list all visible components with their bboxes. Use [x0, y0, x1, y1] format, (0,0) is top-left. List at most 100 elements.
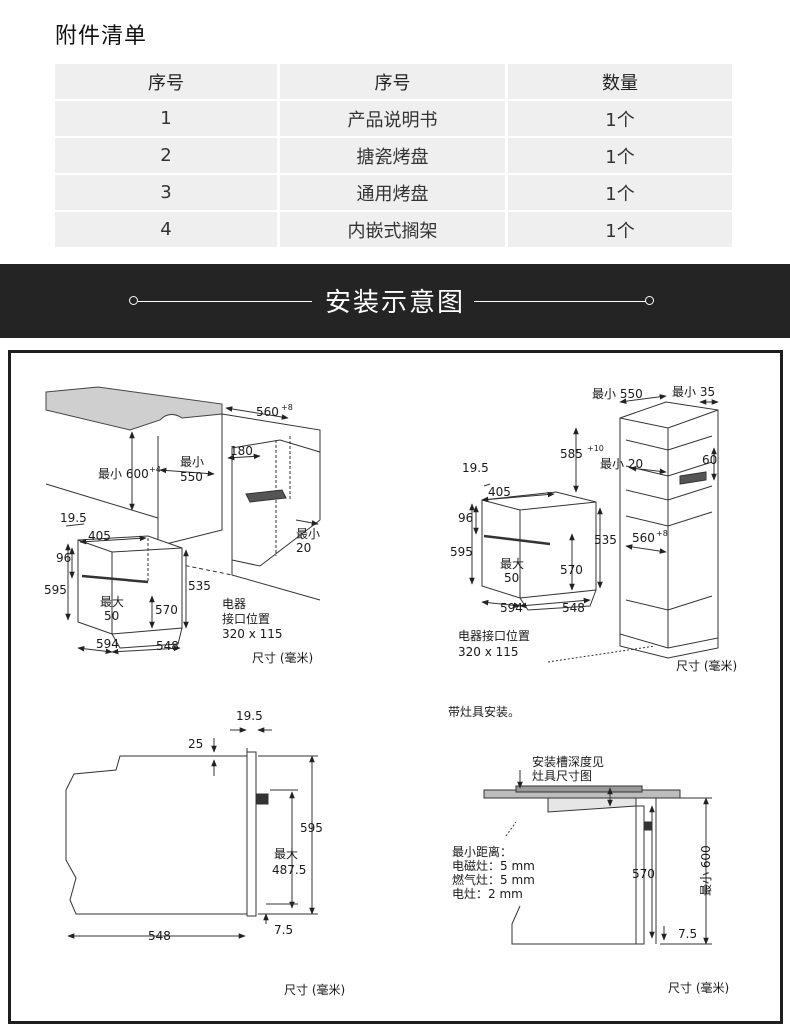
dim-label: 7.5	[274, 923, 293, 937]
tall-cabinet-diagram	[469, 394, 719, 663]
dim-label: +8	[281, 403, 293, 412]
dim-label: 595	[300, 821, 323, 835]
dim-label: 535	[594, 533, 617, 547]
side-section-labels: 19.5 25 595 最大 487.5 7.5 548 尺寸 (毫米)	[148, 709, 345, 997]
dim-label: 585	[560, 447, 583, 461]
dim-label: 60	[702, 453, 717, 467]
dim-label: +4	[149, 465, 161, 474]
column-header: 序号	[55, 64, 277, 99]
dim-label: 最大	[500, 557, 524, 571]
banner-left-line	[138, 301, 312, 302]
table-cell: 4	[55, 212, 277, 247]
table-row: 4 内嵌式搁架 1个	[55, 212, 732, 247]
units-label: 尺寸 (毫米)	[668, 980, 729, 995]
undercounter-labels: 560 +8 180 最小 600 +4 最小 550 最小 20 19.5 4…	[44, 403, 320, 665]
dim-label: 405	[488, 485, 511, 499]
dim-label: 最小	[296, 527, 320, 541]
dim-label: 7.5	[678, 927, 697, 941]
dim-label: 594	[500, 601, 523, 615]
banner-right-dot	[645, 296, 654, 305]
dim-label: 最小 600	[699, 845, 713, 896]
dim-label: +8	[656, 529, 668, 538]
dim-label: 560	[256, 405, 279, 419]
hob-heading: 带灶具安装。	[448, 704, 520, 719]
table-cell: 1	[55, 101, 277, 136]
undercounter-diagram	[45, 386, 321, 655]
table-cell: 产品说明书	[277, 101, 505, 136]
banner-title: 安装示意图	[324, 288, 465, 318]
min-distance-gas: 燃气灶：5 mm	[452, 872, 535, 887]
dim-label: 最大	[100, 595, 124, 609]
dim-label: 20	[296, 541, 311, 555]
dim-label: 548	[148, 929, 171, 943]
min-distance-electric: 电灶：2 mm	[452, 887, 523, 901]
dim-label: 50	[104, 609, 119, 623]
table-cell: 1个	[505, 212, 732, 247]
groove-note: 安装槽深度见	[532, 754, 604, 769]
dim-label: 535	[188, 579, 211, 593]
dim-label: 550	[180, 470, 203, 484]
table-cell: 2	[55, 138, 277, 173]
dim-label: 548	[562, 601, 585, 615]
dim-label: 570	[155, 603, 178, 617]
installation-diagram-frame	[8, 350, 783, 1024]
connector-label: 接口位置	[222, 611, 270, 626]
connector-label: 电器	[222, 597, 246, 611]
dim-label: 180	[230, 444, 253, 458]
dim-label: 595	[44, 583, 67, 597]
hob-diagram	[483, 770, 712, 945]
table-cell: 1个	[505, 175, 732, 210]
tall-cabinet-labels: 最小 550 最小 35 585 +10 最小 20 60 19.5 405 9…	[450, 385, 737, 673]
banner-left-dot	[129, 296, 138, 305]
table-row: 2 搪瓷烤盘 1个	[55, 138, 732, 173]
dim-label: 最小 35	[672, 385, 715, 399]
table-row: 1 产品说明书 1个	[55, 101, 732, 136]
min-distance-induction: 电磁灶：5 mm	[452, 858, 535, 873]
dim-label: 570	[560, 563, 583, 577]
connector-label: 电器接口位置	[458, 628, 530, 643]
table-cell: 搪瓷烤盘	[277, 138, 505, 173]
units-label: 尺寸 (毫米)	[676, 658, 737, 673]
dim-label: 594	[96, 637, 119, 651]
accessories-table: 序号 序号 数量 1 产品说明书 1个 2 搪瓷烤盘 1个 3 通用烤盘 1个 …	[55, 62, 732, 249]
dim-label: 19.5	[236, 709, 263, 723]
dim-label: 50	[504, 571, 519, 585]
min-distance-title: 最小距离：	[452, 844, 512, 859]
dim-label: 548	[156, 639, 179, 653]
dim-label: 487.5	[272, 863, 306, 877]
dim-label: 19.5	[462, 461, 489, 475]
groove-note: 灶具尺寸图	[532, 769, 592, 783]
table-row: 3 通用烤盘 1个	[55, 175, 732, 210]
dim-label: 96	[458, 511, 473, 525]
table-cell: 1个	[505, 138, 732, 173]
column-header: 数量	[505, 64, 732, 99]
table-cell: 内嵌式搁架	[277, 212, 505, 247]
dim-label: 最大	[274, 847, 298, 861]
dim-label: +10	[587, 444, 604, 453]
hob-labels: 带灶具安装。 安装槽深度见 灶具尺寸图 最小距离： 电磁灶：5 mm 燃气灶：5…	[448, 704, 729, 995]
dim-label: 19.5	[60, 511, 87, 525]
connector-label: 320 x 115	[222, 627, 283, 641]
dim-label: 560	[632, 531, 655, 545]
dim-label: 570	[632, 867, 655, 881]
accessories-title: 附件清单	[55, 24, 148, 49]
dim-label: 最小 550	[592, 387, 643, 401]
table-cell: 3	[55, 175, 277, 210]
column-header: 序号	[277, 64, 505, 99]
units-label: 尺寸 (毫米)	[284, 982, 345, 997]
section-banner: 安装示意图	[0, 264, 790, 338]
dim-label: 最小	[180, 455, 204, 469]
connector-label: 320 x 115	[458, 645, 519, 659]
banner-right-line	[474, 301, 646, 302]
dim-label: 最小 600	[98, 467, 149, 481]
dim-label: 405	[88, 529, 111, 543]
table-header-row: 序号 序号 数量	[55, 64, 732, 99]
table-cell: 通用烤盘	[277, 175, 505, 210]
units-label: 尺寸 (毫米)	[252, 650, 313, 665]
table-cell: 1个	[505, 101, 732, 136]
dim-label: 25	[188, 737, 203, 751]
dim-label: 595	[450, 545, 473, 559]
dim-label: 最小 20	[600, 457, 643, 471]
dim-label: 96	[56, 551, 71, 565]
